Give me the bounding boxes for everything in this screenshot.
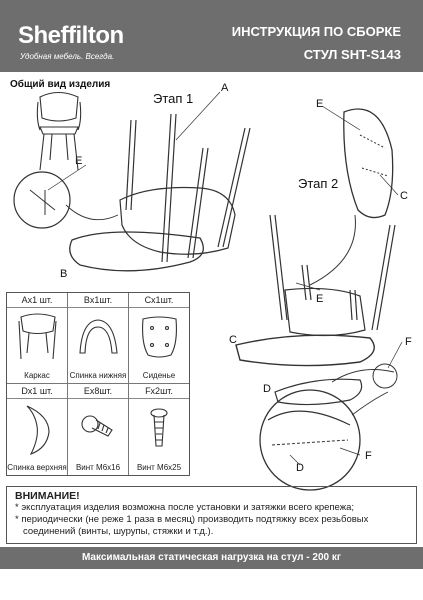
stage2-frame: [235, 214, 396, 367]
part-name: Каркас: [24, 371, 50, 380]
part-qty: Ax1 шт.: [7, 293, 67, 308]
screw-m6x16-icon: [81, 415, 113, 437]
screw-m6x25-icon: [150, 408, 168, 447]
part-name: Спинка верхняя: [7, 463, 67, 472]
model-name: СТУЛ SHT-S143: [303, 47, 401, 62]
frame-part-icon: [18, 313, 57, 360]
callout-c: C: [229, 334, 237, 346]
warning-box: ВНИМАНИЕ! * эксплуатация изделия возможн…: [6, 486, 417, 544]
part-name: Винт М6х16: [75, 463, 121, 472]
stage-1-label: Этап 1: [153, 91, 194, 106]
part-qty: Bx1шт.: [68, 293, 128, 308]
parts-table: Ax1 шт. Каркас Bx1шт. Спинка нижняя Cx1ш…: [6, 292, 190, 476]
part-cell: Cx1шт. Сиденье: [129, 293, 189, 384]
upper-back-part-icon: [26, 405, 50, 456]
part-qty: Ex8шт.: [68, 384, 128, 399]
part-cell: Fx2шт. Винт М6х25: [129, 384, 189, 475]
lower-back-part-icon: [79, 319, 118, 354]
header-bar: Sheffilton Удобная мебель. Всегда. ИНСТР…: [0, 0, 423, 72]
callout-e-detail: E: [316, 293, 324, 305]
part-qty: Cx1шт.: [129, 293, 189, 308]
warning-line-2: * периодически (не реже 1 раза в месяц) …: [15, 514, 369, 525]
brand-tagline: Удобная мебель. Всегда.: [20, 52, 115, 61]
seat-part-icon: [142, 316, 177, 358]
part-cell: Bx1шт. Спинка нижняя: [68, 293, 129, 384]
part-name: Спинка нижняя: [69, 371, 127, 380]
warning-title: ВНИМАНИЕ!: [15, 490, 80, 502]
warning-line-3: соединений (винты, шурупы, стяжки и т.д.…: [23, 526, 214, 537]
stage2-seat: [321, 105, 399, 219]
part-name: Сиденье: [142, 371, 176, 380]
callout-c-stage2: C: [400, 190, 408, 202]
part-qty: Dx1 шт.: [7, 384, 67, 399]
part-qty: Fx2шт.: [129, 384, 189, 399]
callout-e-stage2: E: [316, 98, 324, 110]
callout-f-detail: F: [365, 450, 372, 462]
stage-2-label: Этап 2: [298, 176, 339, 191]
callout-d-detail: D: [296, 462, 304, 474]
stage1-frame: [119, 91, 251, 263]
callout-e-stage1: E: [75, 155, 83, 167]
callout-d: D: [263, 383, 271, 395]
overview-chair: [36, 91, 82, 171]
max-load-footer: Максимальная статическая нагрузка на сту…: [0, 547, 423, 569]
part-cell: Ax1 шт. Каркас: [7, 293, 68, 384]
document-title: ИНСТРУКЦИЯ ПО СБОРКЕ: [231, 24, 401, 39]
part-cell: Dx1 шт. Спинка верхняя: [7, 384, 68, 475]
callout-a: A: [221, 82, 229, 94]
overview-label: Общий вид изделия: [10, 79, 111, 90]
callout-b: B: [60, 268, 68, 280]
part-cell: Ex8шт. Винт М6х16: [68, 384, 129, 475]
warning-line-1: * эксплуатация изделия возможна после ус…: [15, 502, 355, 513]
brand-logo: Sheffilton: [18, 22, 124, 49]
callout-f: F: [405, 336, 412, 348]
part-name: Винт М6х25: [136, 463, 182, 472]
